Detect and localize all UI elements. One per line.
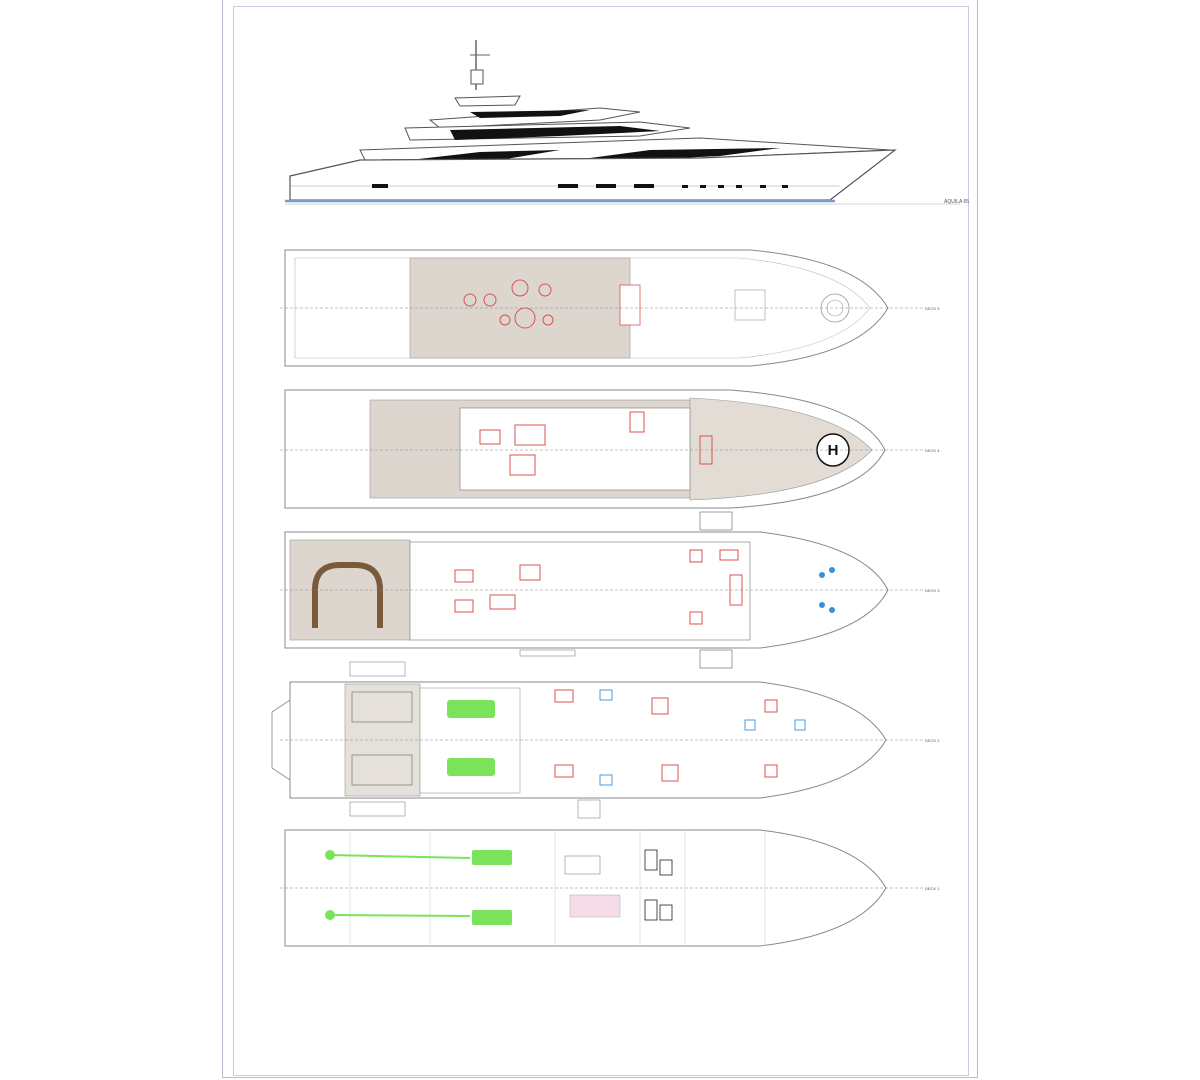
helipad-icon: H [828, 442, 839, 459]
deck-1-plan [280, 829, 925, 947]
drawing-sheet [222, 0, 978, 1078]
yacht-side-profile [285, 40, 960, 205]
deck-5-plan [280, 249, 925, 367]
deck-4-plan [280, 389, 925, 509]
profile-caption: AQUILA 65 [944, 199, 969, 205]
deck-2-label: DECK 2 [925, 738, 940, 743]
deck-4-label: DECK 4 [925, 448, 940, 453]
deck-5-label: DECK 5 [925, 306, 940, 311]
deck-3-label: DECK 3 [925, 588, 940, 593]
drawing-frame [233, 6, 969, 1076]
deck-2-plan [271, 661, 925, 819]
deck-3-plan [280, 511, 925, 669]
deck-1-label: DECK 1 [925, 886, 940, 891]
